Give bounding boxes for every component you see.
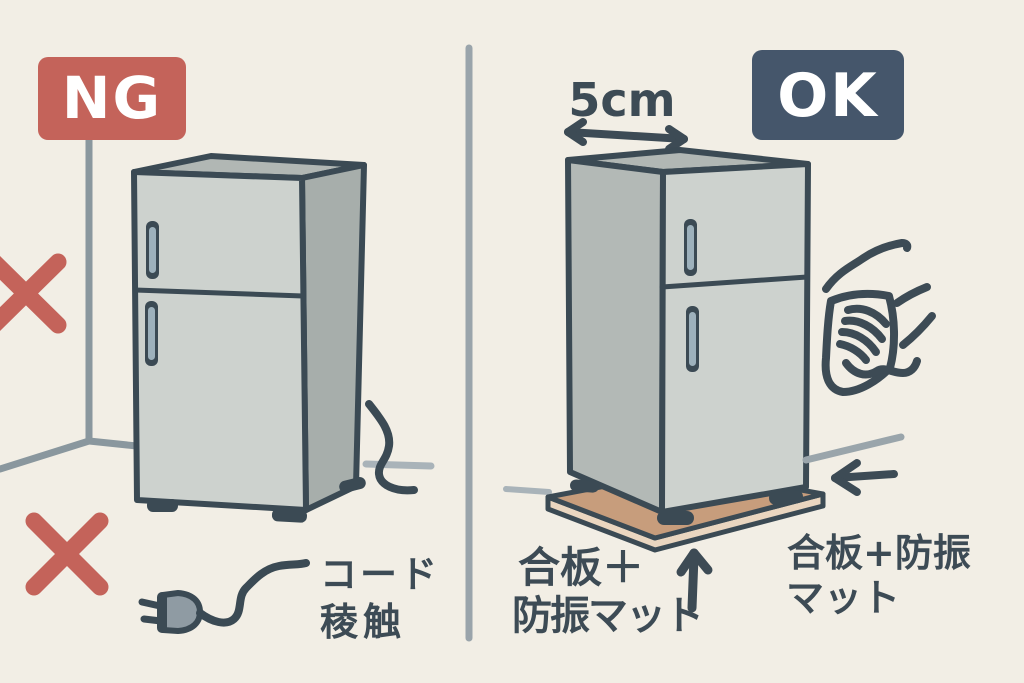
floor-line-left-stub [503, 486, 552, 495]
fridge-ng [131, 153, 418, 523]
ng-badge: NG [38, 57, 186, 140]
floor-line [362, 460, 435, 470]
board-label-left-line2: 防振マット [512, 593, 702, 639]
ng-badge-label: NG [62, 64, 162, 132]
fridge-ng-door-divider [132, 287, 306, 299]
ok-badge-label: OK [777, 61, 879, 131]
fridge-ok [565, 147, 811, 515]
dimension-arrow [564, 118, 688, 153]
fridge-ok-side [565, 157, 666, 515]
cord-contact-label-line1: コード [320, 553, 440, 596]
ok-badge: OK [752, 50, 904, 140]
board-label-right-line2: マット [786, 576, 900, 620]
cord-contact-label-line2: 稜触 [320, 600, 406, 644]
anti-vibration-feet [570, 479, 804, 525]
fridge-ok-front [659, 161, 811, 515]
fridge-ng-handles [145, 221, 159, 366]
ng-panel: コード 稜触 NG [0, 57, 440, 644]
floor-line-right [802, 433, 905, 464]
fridge-ng-front [131, 169, 309, 513]
fridge-ok-door-divider [659, 274, 810, 290]
ok-panel: 5cm OK [503, 50, 971, 639]
board-label-left-line1: 合板＋ [518, 543, 644, 592]
fridge-ng-feet [147, 477, 366, 523]
x-mark-icon-top [0, 253, 67, 334]
fridge-ng-side [299, 162, 367, 513]
fridge-ok-handles [684, 219, 699, 372]
plug-icon [138, 559, 310, 634]
x-mark-icon-bottom [25, 512, 109, 596]
wall-corner-lines [0, 132, 141, 473]
power-cord [365, 400, 418, 495]
hand-wipe-icon [821, 239, 936, 396]
clearance-dimension-label: 5cm [568, 73, 675, 127]
board-label-right-line1: 合板+防振 [787, 531, 971, 575]
base-left-arrow [831, 459, 898, 496]
board-up-arrow [676, 548, 713, 613]
